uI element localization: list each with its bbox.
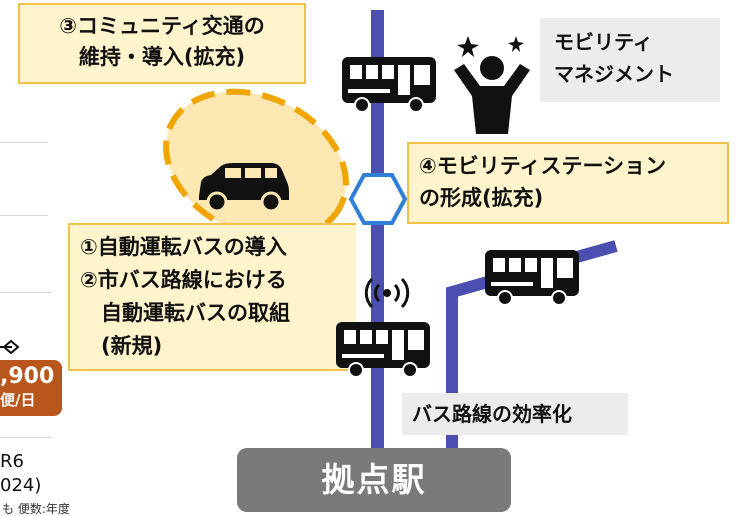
year-label-line1: R6	[0, 451, 24, 472]
separator-line	[0, 215, 48, 216]
badge-value: ,900	[0, 364, 55, 389]
separator-line	[0, 292, 52, 293]
year-label-line2: 024)	[0, 475, 42, 496]
separator-line	[0, 142, 48, 143]
bus-route-efficiency-label: バス路線の効率化	[402, 393, 628, 435]
car-icon	[199, 163, 289, 213]
footnote-text: も 便数:年度	[2, 502, 70, 516]
hexagon-station-icon	[349, 173, 407, 225]
badge-unit: 便/日	[0, 391, 36, 409]
wireless-signal-icon	[364, 277, 410, 309]
bus-icon	[336, 322, 430, 378]
bus-icon	[485, 250, 579, 306]
callout-autonomous-bus: ①自動運転バスの導入 ②市バス路線における 自動運転バスの取組 (新規)	[68, 223, 356, 371]
bus-icon	[342, 57, 436, 113]
callout-community-transport: ③コミュニティ交通の 維持・導入(拡充)	[18, 3, 306, 84]
mobility-management-label: モビリティ マネジメント	[540, 18, 720, 102]
frequency-badge: ,900 便/日	[0, 360, 62, 416]
hub-station-box: 拠点駅	[237, 448, 511, 512]
callout-mobility-station: ④モビリティステーション の形成(拡充)	[407, 142, 729, 224]
separator-line	[0, 437, 52, 438]
cheering-person-icon	[454, 36, 530, 134]
diamond-arrow-icon	[0, 340, 20, 354]
